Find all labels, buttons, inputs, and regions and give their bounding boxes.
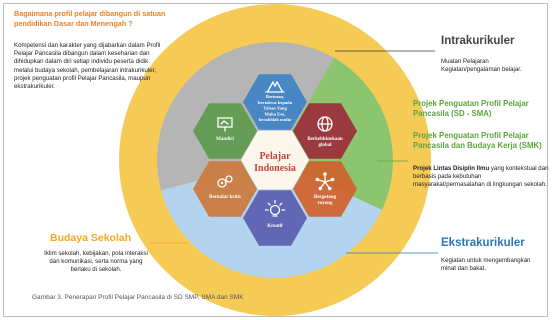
hexagon-shape-kreatif — [243, 190, 307, 246]
projek-description-rest: yang kontekstual dan berbasis pada kebut… — [413, 165, 549, 189]
projek-description-bold: Projek Lintas Disiplin Ilmu — [413, 165, 490, 172]
intro-paragraph: Kompetensi dan karakter yang dijabarkan … — [14, 42, 161, 91]
hexagon-label-global: global — [318, 143, 332, 148]
projek-title-sd-sma: Projek Penguatan Profil Pelajar Pancasil… — [413, 99, 529, 118]
hexagon-label-mandiri: Mandiri — [216, 137, 234, 142]
projek-description: Projek Lintas Disiplin Ilmu yang konteks… — [413, 165, 551, 190]
ekstrakurikuler-description: Kegiatan untuk mengembangkan minat dan b… — [441, 257, 531, 273]
page-frame — [3, 3, 548, 317]
gears-icon — [217, 175, 233, 188]
lightbulb-icon — [264, 199, 286, 217]
intrakurikuler-title: Intrakurikuler — [441, 35, 515, 47]
ekstrakurikuler-title: Ekstrakurikuler — [441, 237, 525, 249]
hexagon-shape-beriman — [243, 74, 307, 130]
hexagon-label-gotong: Bergotong — [314, 195, 337, 200]
hexagon-label-gotong: royong — [318, 201, 333, 206]
presentation-icon — [217, 117, 233, 132]
hexagon-label-beriman: Beriman, — [266, 94, 284, 99]
hexagon-label-beriman: bertakwa kepada — [258, 100, 293, 105]
hexagon-label-beriman: Maha Esa, — [265, 111, 286, 116]
globe-icon — [317, 116, 333, 132]
hexagon-label-kreatif: Kreatif — [267, 224, 283, 229]
intrakurikuler-description: Muatan Pelajaran Kegiatan/pengalaman bel… — [441, 58, 522, 74]
praying-hands-icon — [265, 80, 285, 93]
hexagon-label-beriman: Tuhan Yang — [263, 106, 287, 111]
center-label-line2: Indonesia — [254, 163, 296, 174]
hexagon-label-global: Berkebhinekaan — [307, 137, 343, 142]
hexagon-kreatif: Kreatif — [243, 190, 307, 246]
teamwork-icon — [315, 172, 335, 191]
hexagon-shape-gotong — [293, 161, 357, 217]
budaya-sekolah-title: Budaya Sekolah — [50, 232, 132, 244]
hexagon-label-kritis: Bernalar kritis — [209, 195, 241, 200]
center-hexagon-shape — [241, 130, 309, 190]
hexagon-label-beriman: berakhlak mulia — [259, 117, 292, 122]
center-hexagon: Pelajar Indonesia — [241, 130, 309, 190]
center-label-line1: Pelajar — [259, 151, 291, 162]
budaya-sekolah-description: Iklim sekolah, kebijakan, pola interaksi… — [44, 250, 148, 274]
question-heading: Bagaimana profil pelajar dibangun di sat… — [14, 9, 166, 28]
hexagon-shape-kritis — [193, 161, 257, 217]
figure-caption: Gambar 3. Penerapan Profil Pelajar Panca… — [32, 294, 244, 301]
connector-lines — [150, 50, 438, 254]
hexagon-kritis: Bernalar kritis — [193, 161, 257, 217]
hexagon-mandiri: Mandiri — [193, 103, 257, 159]
projek-title-smk: Projek Penguatan Profil Pelajar Pancasil… — [413, 131, 542, 150]
